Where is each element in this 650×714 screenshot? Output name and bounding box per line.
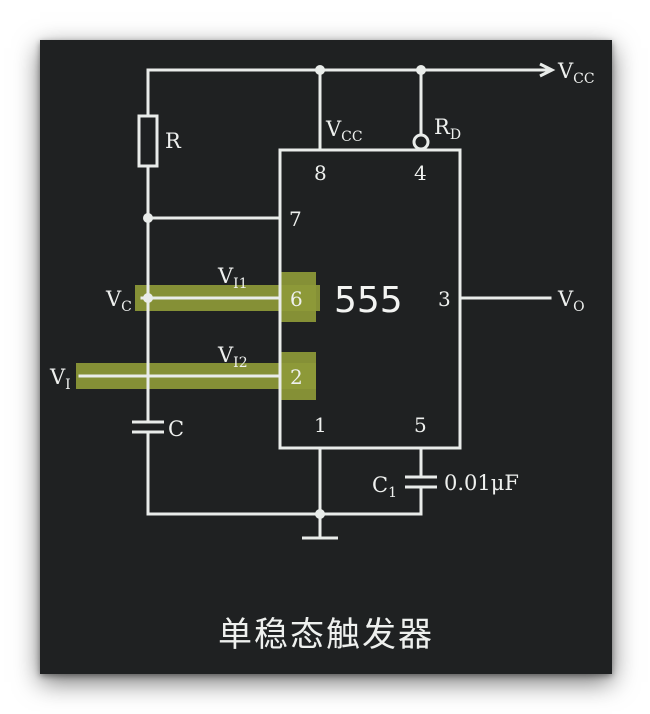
pin-number-4: 4 — [414, 161, 427, 185]
vcc-pin-label: VCC — [325, 117, 363, 145]
pin-number-1: 1 — [314, 413, 327, 437]
vc-label: VC — [105, 287, 132, 315]
junction-dot — [315, 65, 325, 75]
vi-label: VI — [49, 365, 71, 393]
vi1-label: VI1 — [217, 264, 248, 292]
pin6-highlight — [280, 272, 316, 322]
resistor-r — [137, 114, 159, 168]
ground-junction-dot — [315, 509, 325, 519]
c-label: C — [168, 417, 184, 441]
pin-number-3: 3 — [438, 287, 451, 311]
c1-value-label: 0.01μF — [444, 471, 519, 495]
rd-label: RD — [434, 115, 461, 143]
vc-junction-dot — [143, 293, 153, 303]
diagram-title: 单稳态触发器 — [218, 615, 434, 655]
vi2-label: VI2 — [217, 343, 248, 371]
pin-number-2: 2 — [290, 365, 303, 389]
vo-label: VO — [557, 287, 585, 315]
pin2-highlight — [280, 352, 316, 400]
c1-label: C1 — [372, 473, 397, 501]
pin-number-6: 6 — [290, 287, 303, 311]
ic-555-name: 555 — [334, 280, 403, 321]
pin-number-8: 8 — [314, 161, 327, 185]
vcc-arrow — [539, 62, 556, 78]
r-label: R — [165, 129, 182, 153]
vcc-rail-label: VCC — [557, 59, 595, 87]
pin-number-5: 5 — [414, 413, 427, 437]
pin-number-7: 7 — [289, 207, 302, 231]
monostable-circuit-diagram: VCC VCC RD R VC VI1 VI2 VI VO C C1 0.01μ… — [49, 59, 595, 655]
junction-dot — [416, 65, 426, 75]
rd-inversion-bubble — [412, 133, 430, 151]
blackboard-frame: VCC VCC RD R VC VI1 VI2 VI VO C C1 0.01μ… — [40, 40, 612, 674]
